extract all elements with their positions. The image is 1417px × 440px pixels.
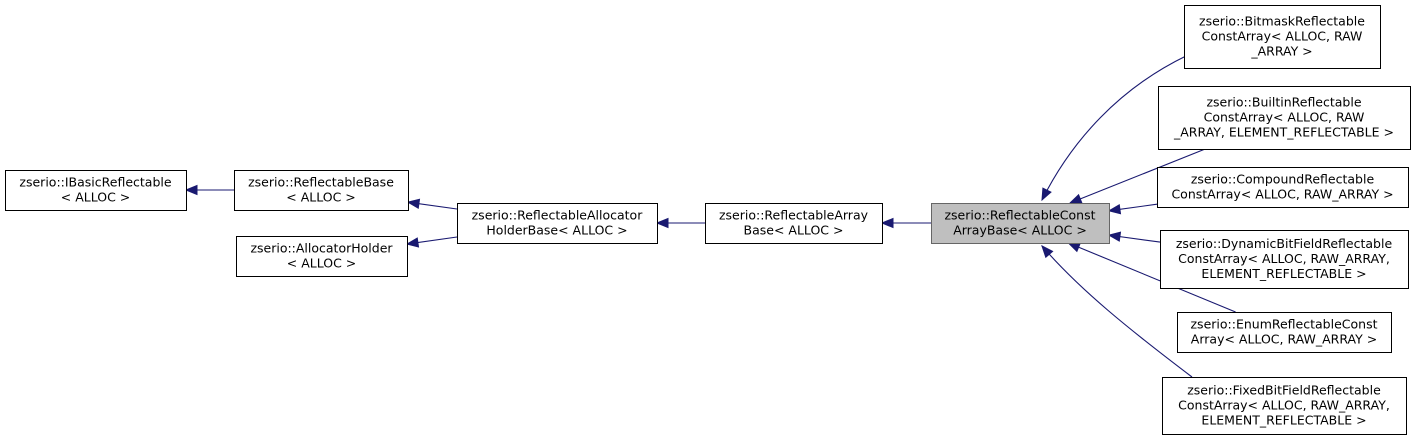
class-node-label: ConstArray< ALLOC, RAW: [1204, 110, 1365, 125]
inheritance-arrowhead: [184, 184, 198, 196]
class-node-label: ELEMENT_REFLECTABLE >: [1201, 266, 1366, 281]
nodes-layer: zserio::IBasicReflectable< ALLOC >zserio…: [5, 5, 1411, 435]
class-node-label: zserio::FixedBitFieldReflectable: [1187, 383, 1381, 398]
class-node-box: [931, 203, 1110, 244]
class-node-box: [1158, 86, 1411, 150]
class-node-label: zserio::ReflectableArray: [719, 208, 869, 223]
class-node-box: [705, 203, 883, 244]
class-node-label: ConstArray< ALLOC, RAW: [1202, 29, 1363, 44]
class-node-label: < ALLOC >: [287, 256, 357, 271]
class-node-label: zserio::EnumReflectableConst: [1191, 317, 1378, 332]
class-node-ibasic[interactable]: zserio::IBasicReflectable< ALLOC >: [5, 170, 187, 211]
class-node-box: [457, 203, 658, 244]
inheritance-edge-fixed-to-reflconst: [1041, 245, 1193, 378]
class-node-label: zserio::ReflectableAllocator: [472, 208, 644, 223]
inheritance-arrowhead: [1041, 245, 1054, 259]
inheritance-arrowhead: [1067, 242, 1082, 253]
class-node-label: ConstArray< ALLOC, RAW_ARRAY,: [1178, 251, 1390, 266]
class-node-box: [236, 236, 408, 277]
class-node-box: [1184, 5, 1381, 69]
class-node-box: [1160, 230, 1409, 289]
class-node-label: zserio::BuiltinReflectable: [1206, 95, 1361, 110]
class-node-label: < ALLOC >: [286, 190, 356, 205]
class-node-label: zserio::ReflectableConst: [944, 208, 1095, 223]
class-node-box: [234, 170, 409, 211]
class-node-label: zserio::BitmaskReflectable: [1199, 14, 1365, 29]
inheritance-edge-reflbase-to-ibasic: [184, 184, 234, 196]
inheritance-line: [1069, 148, 1206, 204]
class-node-box: [1157, 167, 1409, 208]
inheritance-edge-dynamic-to-reflconst: [1107, 231, 1161, 243]
class-node-label: zserio::DynamicBitFieldReflectable: [1176, 236, 1393, 251]
class-node-label: ConstArray< ALLOC, RAW_ARRAY >: [1171, 187, 1393, 202]
inheritance-edge-compound-to-reflconst: [1107, 203, 1158, 215]
class-node-label: ArrayBase< ALLOC >: [953, 223, 1087, 238]
inheritance-edge-reflarray-to-reflalloc: [655, 217, 705, 229]
inheritance-arrowhead: [1107, 231, 1122, 242]
inheritance-line: [1068, 242, 1236, 313]
class-node-label: ELEMENT_REFLECTABLE >: [1201, 413, 1366, 428]
class-node-reflbase[interactable]: zserio::ReflectableBase< ALLOC >: [234, 170, 409, 211]
class-node-label: zserio::IBasicReflectable: [19, 175, 171, 190]
inheritance-line: [1041, 55, 1187, 201]
inheritance-edge-bitmask-to-reflconst: [1041, 55, 1187, 202]
inheritance-edge-reflalloc-to-allocholder: [405, 236, 458, 248]
class-node-allocholder[interactable]: zserio::AllocatorHolder< ALLOC >: [236, 236, 408, 277]
inheritance-arrowhead: [406, 198, 421, 209]
class-node-box: [1162, 377, 1407, 435]
inheritance-arrowhead: [1041, 187, 1052, 202]
class-node-fixed[interactable]: zserio::FixedBitFieldReflectableConstArr…: [1162, 377, 1407, 435]
class-node-reflalloc[interactable]: zserio::ReflectableAllocatorHolderBase< …: [457, 203, 658, 244]
class-node-label: ConstArray< ALLOC, RAW_ARRAY,: [1178, 398, 1390, 413]
class-node-label: zserio::CompoundReflectable: [1191, 172, 1375, 187]
inheritance-arrowhead: [405, 237, 420, 248]
class-node-label: Array< ALLOC, RAW_ARRAY >: [1191, 332, 1377, 347]
class-node-label: HolderBase< ALLOC >: [486, 223, 627, 238]
inheritance-line: [1041, 245, 1193, 378]
class-node-label: < ALLOC >: [61, 190, 131, 205]
class-node-label: zserio::ReflectableBase: [248, 175, 394, 190]
inheritance-arrowhead: [880, 217, 894, 229]
class-node-box: [5, 170, 187, 211]
class-node-box: [1177, 312, 1392, 353]
inheritance-arrowhead: [1107, 204, 1122, 215]
class-node-label: _ARRAY >: [1250, 44, 1312, 59]
inheritance-edge-reflalloc-to-reflbase: [406, 198, 458, 210]
inheritance-arrowhead: [1068, 193, 1083, 204]
class-node-label: zserio::AllocatorHolder: [250, 241, 393, 256]
inheritance-edge-reflconst-to-reflarray: [880, 217, 931, 229]
inheritance-edge-builtin-to-reflconst: [1068, 148, 1206, 204]
class-node-label: Base< ALLOC >: [744, 223, 844, 238]
class-node-dynamic[interactable]: zserio::DynamicBitFieldReflectableConstA…: [1160, 230, 1409, 289]
edges-layer: [184, 55, 1236, 378]
class-node-label: _ARRAY, ELEMENT_REFLECTABLE >: [1173, 125, 1394, 140]
inheritance-arrowhead: [655, 217, 669, 229]
